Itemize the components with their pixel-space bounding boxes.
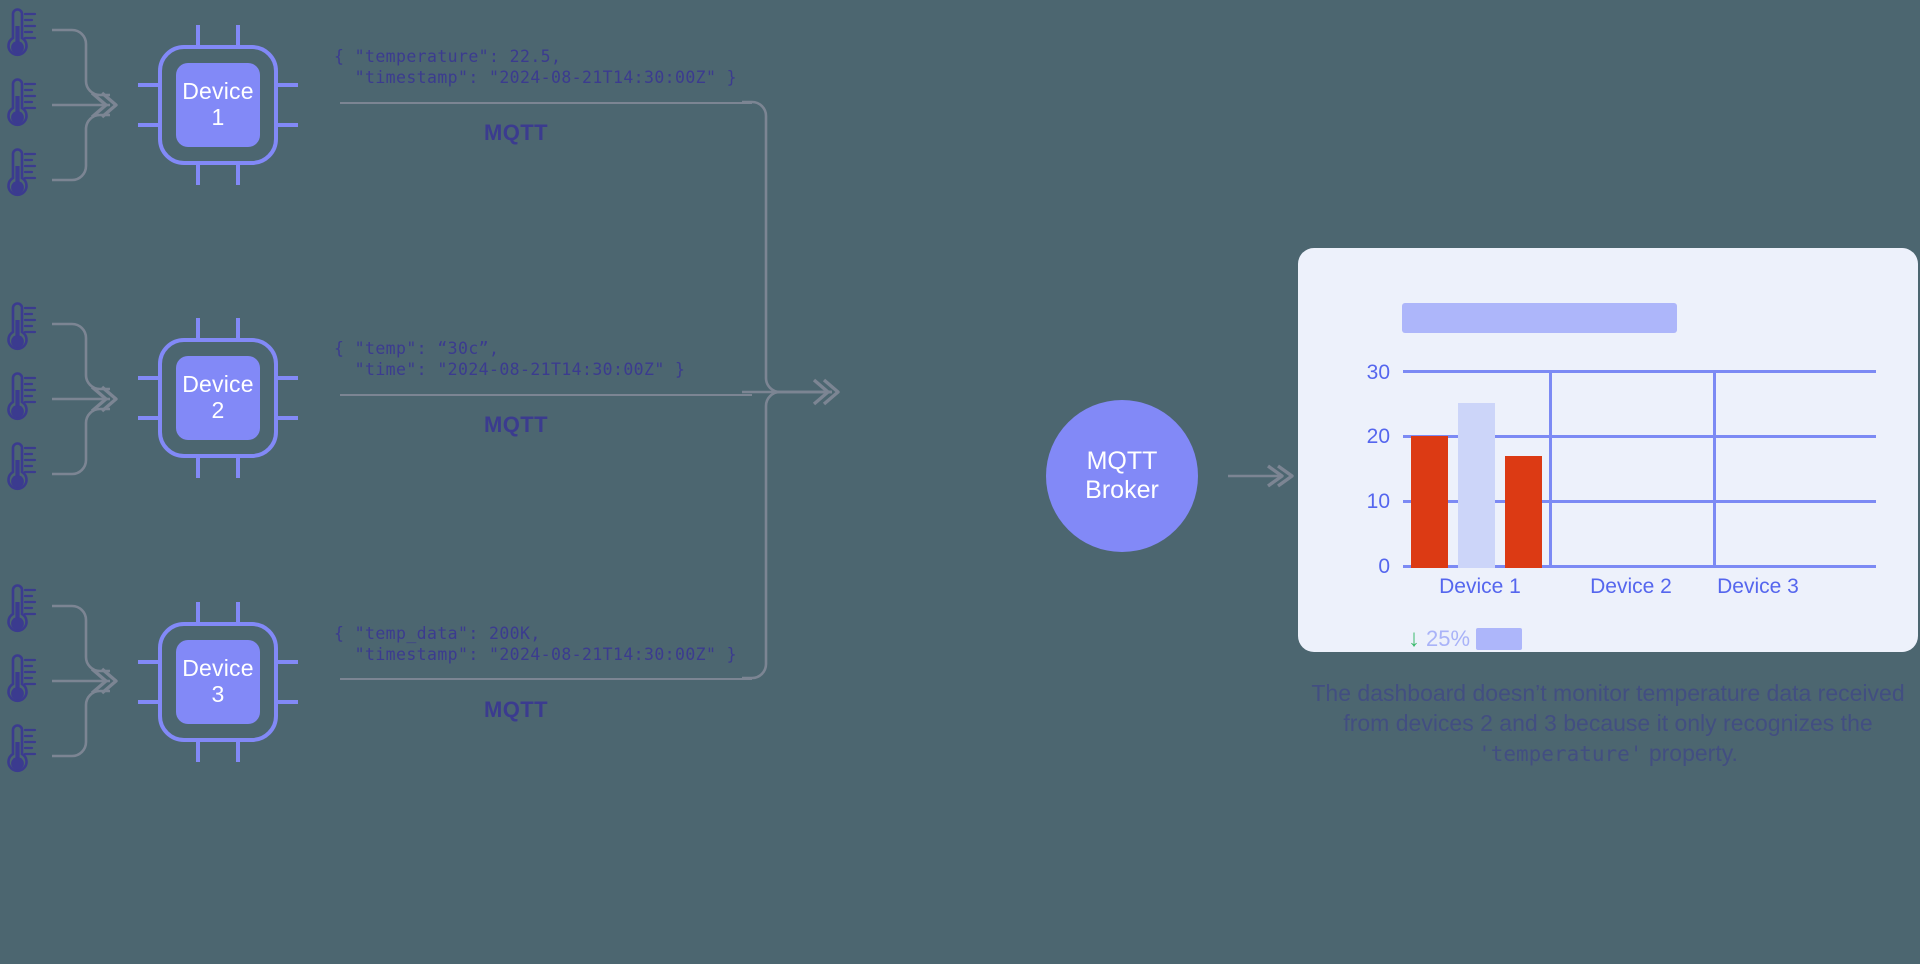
device-label-line1: Device bbox=[182, 78, 254, 105]
chip-pin bbox=[138, 376, 162, 380]
legend-swatch-placeholder bbox=[1476, 628, 1523, 650]
payload-json-2: { "temp": “30c”, "time": "2024-08-21T14:… bbox=[334, 338, 685, 380]
y-axis-tick-10: 10 bbox=[1366, 490, 1390, 513]
broker-label-line2: Broker bbox=[1085, 476, 1159, 504]
mqtt-rail-1 bbox=[340, 102, 752, 104]
thermometer-icon bbox=[4, 76, 38, 134]
legend-percent-label: 25% bbox=[1426, 626, 1471, 651]
payload-line-1: { "temperature": 22.5, bbox=[334, 47, 562, 66]
category-divider-1 bbox=[1549, 370, 1552, 568]
x-axis-label-device-2: Device 2 bbox=[1590, 575, 1672, 598]
chip-pin bbox=[274, 416, 298, 420]
mqtt-protocol-label-3: MQTT bbox=[484, 697, 548, 722]
mqtt-protocol-label-2: MQTT bbox=[484, 412, 548, 437]
thermometer-icon bbox=[4, 146, 38, 204]
caption-text-part1: The dashboard doesn’t monitor temperatur… bbox=[1311, 680, 1905, 736]
device-label-line1: Device bbox=[182, 655, 254, 682]
chip-outline bbox=[158, 338, 278, 458]
axis-baseline bbox=[1403, 565, 1876, 568]
chip-outline bbox=[158, 45, 278, 165]
payload-json-1: { "temperature": 22.5, "timestamp": "202… bbox=[334, 46, 737, 88]
chip-pin bbox=[138, 416, 162, 420]
dashboard-legend: ↓ 25% bbox=[1408, 625, 1523, 652]
chip-pin bbox=[236, 602, 240, 626]
y-axis-tick-20: 20 bbox=[1366, 425, 1390, 448]
sensor-merge-connector bbox=[52, 604, 118, 758]
broker-to-dashboard-arrow bbox=[1228, 464, 1294, 488]
payload-line-1: { "temp_data": 200K, bbox=[334, 624, 541, 643]
bar-device1-series-c bbox=[1505, 456, 1542, 568]
y-axis-tick-0: 0 bbox=[1378, 555, 1390, 578]
broker-bus-connector bbox=[742, 100, 840, 680]
payload-line-2: "timestamp": "2024-08-21T14:30:00Z" } bbox=[334, 645, 738, 664]
chip-pin bbox=[196, 454, 200, 478]
broker-label-line1: MQTT bbox=[1086, 446, 1158, 475]
chip-pin bbox=[138, 123, 162, 127]
gridline-20 bbox=[1403, 435, 1876, 438]
chip-pin bbox=[274, 700, 298, 704]
chip-outline bbox=[158, 622, 278, 742]
mqtt-broker-node[interactable]: MQTT Broker bbox=[1046, 400, 1198, 552]
sensor-merge-connector bbox=[52, 322, 118, 476]
caption-text-part2: property. bbox=[1642, 740, 1738, 766]
thermometer-icon bbox=[4, 6, 38, 64]
chip-pin bbox=[274, 83, 298, 87]
chip-pin bbox=[274, 660, 298, 664]
payload-line-2: "time": "2024-08-21T14:30:00Z" } bbox=[334, 360, 686, 379]
chip-pin bbox=[196, 161, 200, 185]
x-axis-label-device-1: Device 1 bbox=[1439, 575, 1521, 598]
dashboard-title-placeholder bbox=[1402, 303, 1677, 333]
thermometer-icon bbox=[4, 652, 38, 710]
dashboard-card[interactable]: 30 20 10 0 Device 1 Device 2 Device 3 ↓ … bbox=[1298, 248, 1918, 652]
payload-line-1: { "temp": “30c”, bbox=[334, 339, 500, 358]
chip-pin bbox=[236, 318, 240, 342]
chip-pin bbox=[236, 738, 240, 762]
device-label-line2: 3 bbox=[211, 681, 225, 707]
device-label-line1: Device bbox=[182, 371, 254, 398]
y-axis-tick-30: 30 bbox=[1366, 361, 1390, 384]
payload-json-3: { "temp_data": 200K, "timestamp": "2024-… bbox=[334, 623, 737, 665]
x-axis-label-device-3: Device 3 bbox=[1717, 575, 1799, 598]
chip-pin bbox=[196, 602, 200, 626]
thermometer-icon bbox=[4, 300, 38, 358]
thermometer-icon bbox=[4, 722, 38, 780]
chip-pin bbox=[274, 376, 298, 380]
chip-pin bbox=[138, 700, 162, 704]
device-label-line2: 1 bbox=[211, 104, 225, 130]
thermometer-icon bbox=[4, 582, 38, 640]
chip-pin bbox=[138, 660, 162, 664]
thermometer-icon bbox=[4, 370, 38, 428]
mqtt-rail-2 bbox=[340, 394, 752, 396]
bar-device1-series-b bbox=[1458, 403, 1495, 568]
caption-code-temperature: 'temperature' bbox=[1478, 742, 1643, 766]
chip-pin bbox=[196, 738, 200, 762]
chip-pin bbox=[236, 454, 240, 478]
sensor-merge-connector bbox=[52, 28, 118, 182]
bar-device1-series-a bbox=[1411, 436, 1448, 568]
down-arrow-icon: ↓ bbox=[1408, 625, 1420, 652]
dashboard-caption: The dashboard doesn’t monitor temperatur… bbox=[1288, 678, 1920, 769]
gridline-30 bbox=[1403, 370, 1876, 373]
device-label-line2: 2 bbox=[211, 397, 225, 423]
chip-pin bbox=[196, 318, 200, 342]
chip-pin bbox=[196, 25, 200, 49]
thermometer-icon bbox=[4, 440, 38, 498]
chip-pin bbox=[138, 83, 162, 87]
mqtt-rail-3 bbox=[340, 678, 752, 680]
chip-pin bbox=[236, 25, 240, 49]
payload-line-2: "timestamp": "2024-08-21T14:30:00Z" } bbox=[334, 68, 738, 87]
chip-pin bbox=[274, 123, 298, 127]
chip-pin bbox=[236, 161, 240, 185]
category-divider-2 bbox=[1713, 370, 1716, 568]
mqtt-protocol-label-1: MQTT bbox=[484, 120, 548, 145]
gridline-10 bbox=[1403, 500, 1876, 503]
